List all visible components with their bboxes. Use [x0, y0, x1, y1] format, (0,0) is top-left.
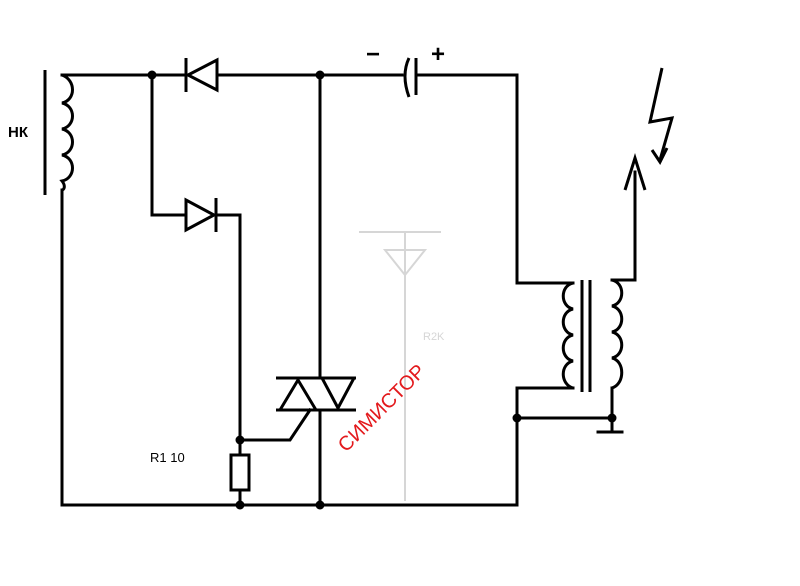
- wire-secondary-out: [610, 170, 637, 282]
- diode-1: [184, 57, 219, 93]
- coil-label: НК: [8, 124, 29, 141]
- diode-2: [184, 197, 218, 233]
- hv-transformer: [561, 278, 624, 392]
- capacitor-minus-label: −: [366, 41, 380, 68]
- wire-triac-gate: [238, 407, 313, 442]
- resistor-r1: [229, 453, 251, 492]
- faint-ghost-traces: [359, 231, 441, 501]
- resistor-label: R1 10: [150, 450, 185, 465]
- ignition-coil: [43, 70, 74, 195]
- capacitor: [403, 57, 418, 98]
- faint-resistor-label: R2K: [423, 331, 445, 343]
- capacitor-plus-label: +: [431, 41, 445, 68]
- junction-dots: [147, 70, 617, 510]
- lightning-icon: [648, 67, 675, 161]
- spark-output: [623, 67, 675, 191]
- triac: [276, 376, 356, 412]
